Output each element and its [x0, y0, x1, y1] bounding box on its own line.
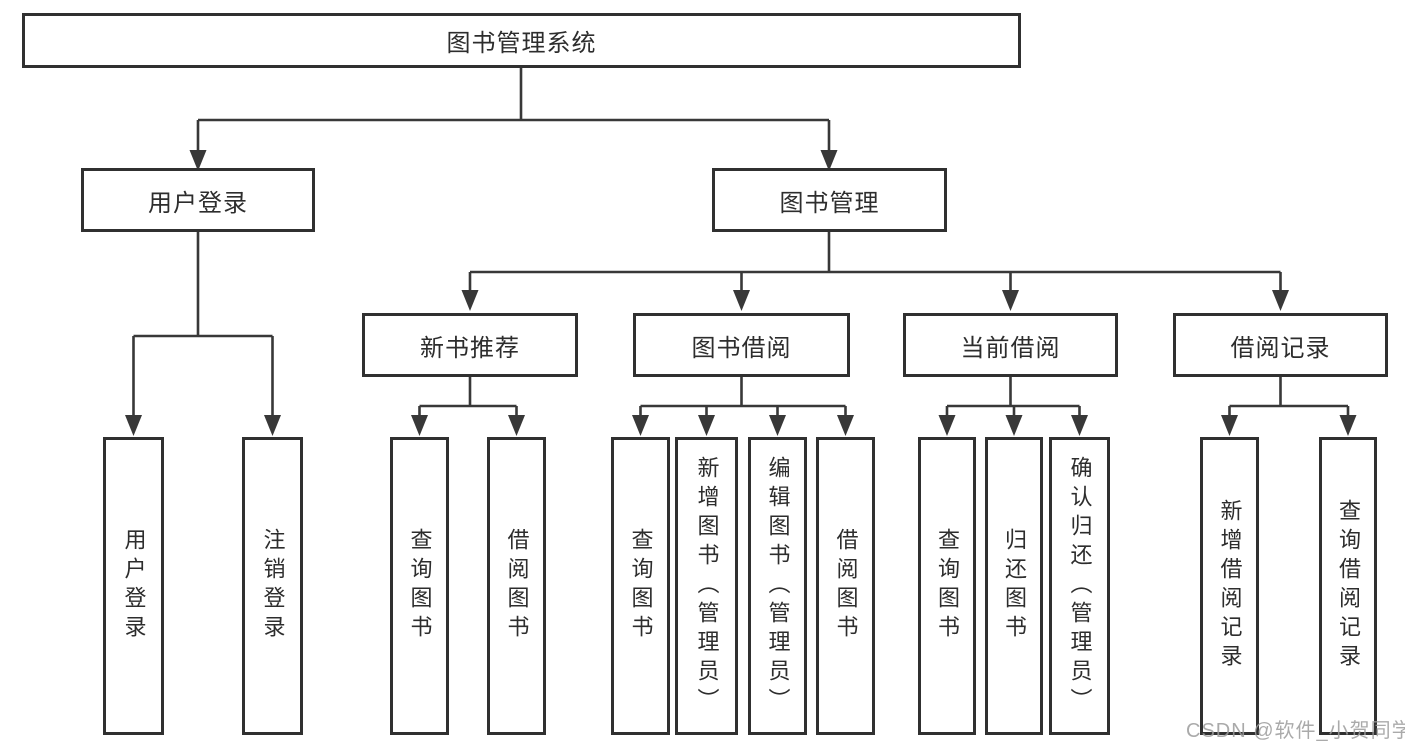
node-root: 图书管理系统 — [22, 13, 1021, 68]
arrowhead — [461, 290, 479, 311]
node-user-login: 用户登录 — [81, 168, 315, 232]
leaf-user-login: 用户登录 — [103, 437, 164, 735]
leaf-search-borrow-record: 查询借阅记录 — [1319, 437, 1377, 735]
leaf-confirm-return-admin: 确认归还（管理员） — [1049, 437, 1110, 735]
arrowhead — [264, 415, 281, 436]
arrowhead — [837, 415, 854, 436]
node-book-management: 图书管理 — [712, 168, 947, 232]
leaf-logout: 注销登录 — [242, 437, 303, 735]
edge-newbook-to-leaves — [418, 377, 518, 415]
arrowhead — [508, 415, 525, 436]
leaf-edit-book-admin: 编辑图书（管理员） — [748, 437, 807, 735]
edge-bookmgmt-to-level3 — [468, 232, 1282, 290]
arrowhead — [938, 415, 956, 436]
node-current-borrowing: 当前借阅 — [903, 313, 1118, 377]
arrowhead — [1221, 415, 1238, 436]
leaf-search-books-borrowing: 查询图书 — [611, 437, 670, 735]
edge-userlogin-to-leaves — [132, 232, 274, 415]
arrowhead — [1002, 290, 1019, 311]
leaf-return-book: 归还图书 — [985, 437, 1043, 735]
node-new-book-recommendation: 新书推荐 — [362, 313, 578, 377]
edge-records-to-leaves — [1228, 377, 1350, 415]
arrowhead — [1272, 290, 1289, 311]
arrowhead — [698, 415, 715, 436]
node-borrowing-records: 借阅记录 — [1173, 313, 1388, 377]
arrowhead — [1339, 415, 1357, 436]
edge-current-to-leaves — [945, 377, 1081, 415]
arrowhead — [125, 415, 142, 436]
arrowhead — [769, 415, 786, 436]
edge-borrowing-to-leaves — [639, 377, 847, 415]
leaf-search-books-recommend: 查询图书 — [390, 437, 449, 735]
arrowhead — [632, 415, 649, 436]
leaf-search-books-current: 查询图书 — [918, 437, 976, 735]
leaf-add-book-admin: 新增图书（管理员） — [675, 437, 738, 735]
arrowhead — [733, 290, 750, 311]
leaf-add-borrow-record: 新增借阅记录 — [1200, 437, 1259, 735]
leaf-borrow-books-recommend: 借阅图书 — [487, 437, 546, 735]
edge-root-to-level2 — [196, 68, 831, 150]
node-book-borrowing: 图书借阅 — [633, 313, 850, 377]
leaf-borrow-books-borrowing: 借阅图书 — [816, 437, 875, 735]
arrowhead — [411, 415, 428, 436]
arrowhead — [1071, 415, 1088, 436]
arrowhead — [1005, 415, 1023, 436]
csdn-watermark: CSDN @软件_小贺同学 — [1186, 720, 1405, 742]
